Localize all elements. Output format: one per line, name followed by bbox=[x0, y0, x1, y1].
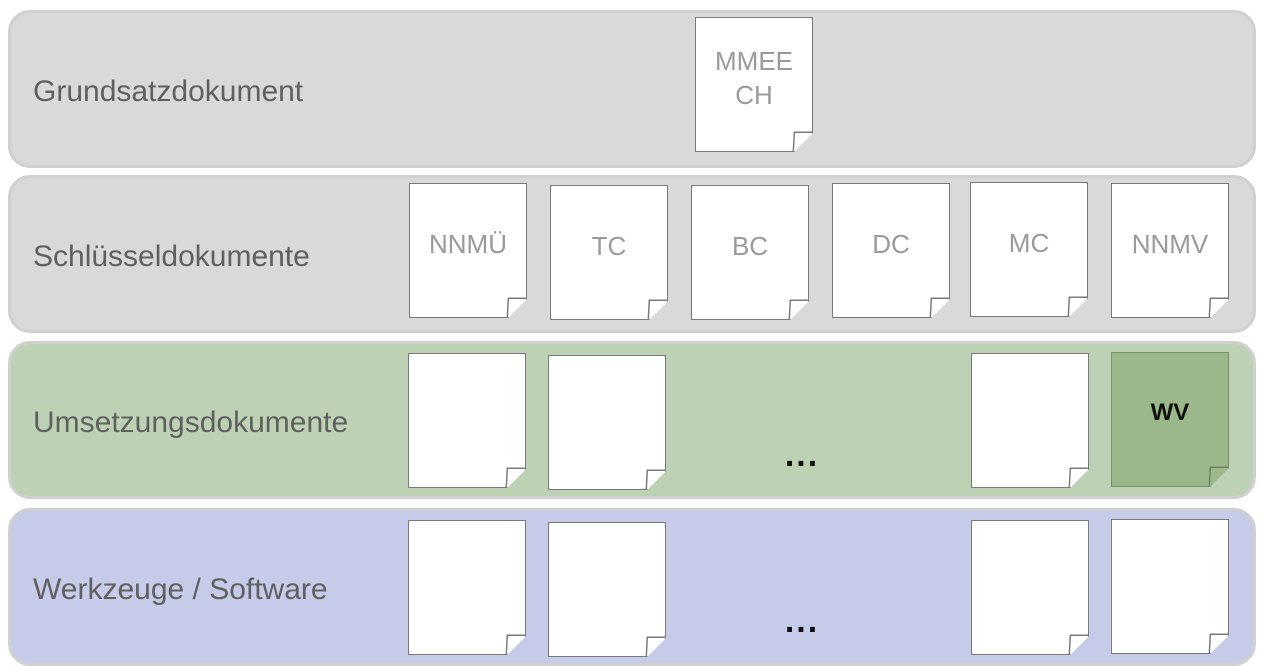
document-icon bbox=[1111, 519, 1229, 654]
band-grundsatzdokument: Grundsatzdokument bbox=[8, 10, 1256, 168]
more-documents-ellipsis: ... bbox=[784, 602, 820, 640]
document-icon bbox=[548, 522, 666, 657]
document-icon: NNMÜ bbox=[409, 183, 527, 318]
document-label: NNMV bbox=[1131, 229, 1209, 259]
document-icon: MC bbox=[970, 182, 1088, 317]
document-label: NNMÜ bbox=[429, 229, 507, 259]
band-label: Grundsatzdokument bbox=[33, 75, 304, 108]
document-icon: NNMV bbox=[1111, 183, 1229, 318]
page-fold-icon bbox=[505, 634, 525, 654]
page-fold-icon bbox=[1068, 634, 1088, 654]
document-label: MC bbox=[1008, 228, 1050, 258]
document-label: DC bbox=[872, 229, 910, 259]
band-label: Umsetzungsdokumente bbox=[33, 406, 349, 439]
page-fold-icon bbox=[505, 467, 525, 487]
band-label: Schlüsseldokumente bbox=[33, 240, 310, 273]
document-label-line-1: MMEE bbox=[715, 46, 793, 76]
document-icon: DC bbox=[832, 183, 950, 318]
page-fold-icon bbox=[1068, 467, 1088, 487]
document-label: TC bbox=[591, 231, 627, 261]
document-icon bbox=[408, 353, 526, 488]
document-icon: MMEE CH bbox=[695, 17, 813, 152]
document-icon bbox=[971, 520, 1089, 655]
page-fold-icon bbox=[645, 636, 665, 656]
document-icon bbox=[408, 520, 526, 655]
document-label: BC bbox=[731, 231, 769, 261]
document-icon bbox=[971, 353, 1089, 488]
band-label: Werkzeuge / Software bbox=[33, 573, 328, 606]
document-label: WV bbox=[1150, 399, 1190, 426]
page-fold-icon bbox=[645, 469, 665, 489]
page-fold-icon bbox=[1208, 633, 1228, 653]
document-icon: BC bbox=[691, 185, 809, 320]
document-icon: TC bbox=[550, 185, 668, 320]
document-icon bbox=[548, 355, 666, 490]
more-documents-ellipsis: ... bbox=[784, 436, 820, 474]
document-label-line-2: CH bbox=[735, 80, 773, 110]
document-icon-highlighted: WV bbox=[1111, 352, 1229, 487]
